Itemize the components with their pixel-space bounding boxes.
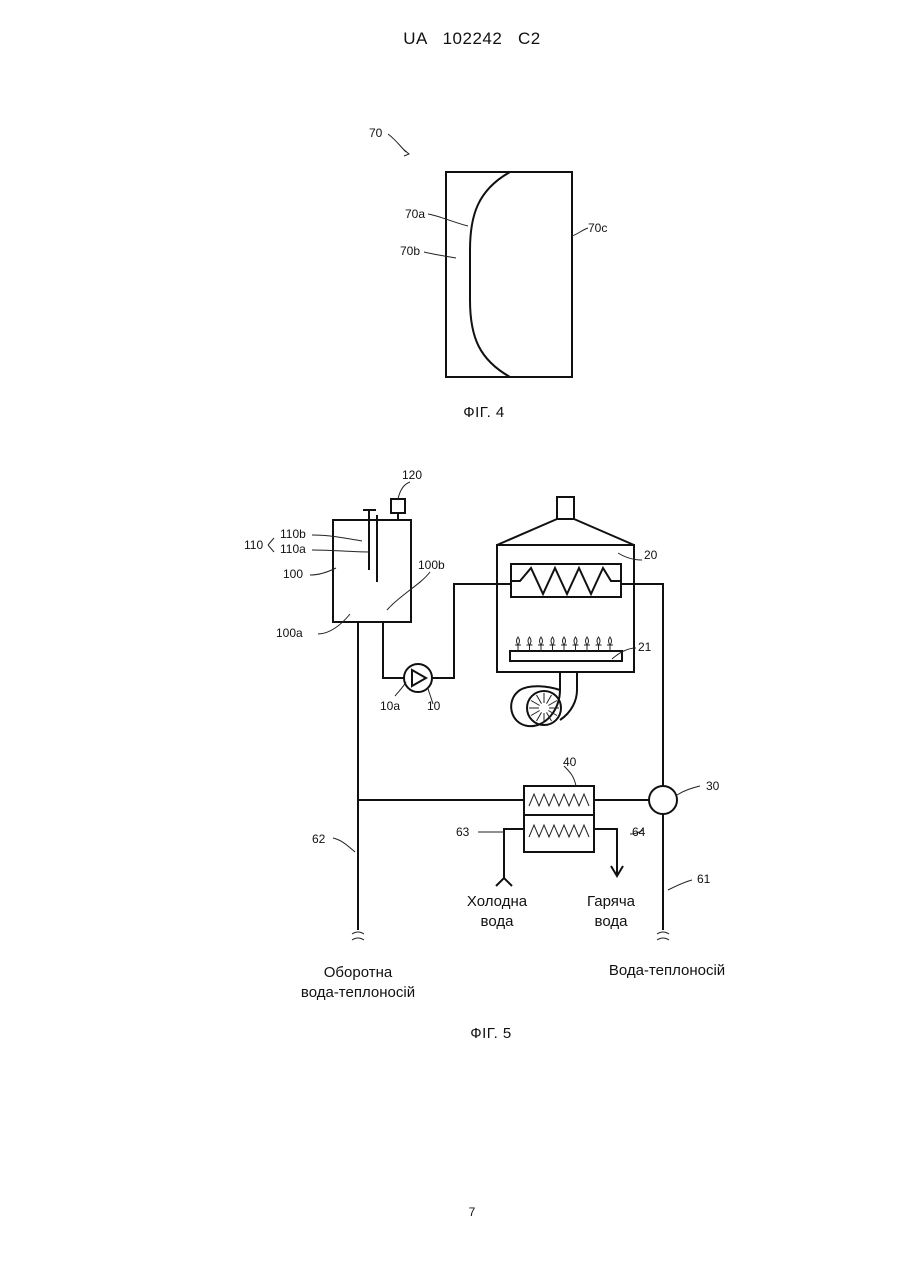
return-water-line2: вода-теплоносій (301, 984, 415, 1001)
label-62: 62 (312, 832, 326, 846)
return-water-line1: Оборотна (324, 964, 393, 981)
leader-70 (388, 134, 409, 156)
hot-water-line1: Гаряча (587, 893, 636, 910)
figure-5-caption: ФІГ. 5 (470, 1025, 512, 1042)
figure-4-caption: ФІГ. 4 (463, 404, 505, 421)
leader-70b (424, 252, 456, 258)
label-21: 21 (638, 640, 652, 654)
label-100: 100 (283, 567, 303, 581)
label-40: 40 (563, 755, 577, 769)
cold-water-line2: вода (481, 913, 515, 930)
label-20: 20 (644, 548, 658, 562)
figure-5: 120 110 110b 110a 100 100b 100a 20 21 10… (244, 468, 725, 1042)
sensor-120 (391, 499, 405, 513)
label-70b: 70b (400, 244, 420, 258)
burner-21 (510, 637, 622, 661)
label-10: 10 (427, 699, 441, 713)
blower-fan (511, 672, 577, 726)
label-64: 64 (632, 825, 646, 839)
label-100b: 100b (418, 558, 445, 572)
label-110b: 110b (280, 527, 306, 541)
label-63: 63 (456, 825, 470, 839)
pump-10 (404, 664, 432, 692)
label-70c: 70c (588, 221, 607, 235)
membrane-frame (446, 172, 572, 377)
page-number: 7 (469, 1205, 476, 1219)
label-120: 120 (402, 468, 422, 482)
patent-number: UA 102242 C2 (403, 29, 540, 48)
label-110a: 110a (280, 542, 306, 556)
tank-100 (333, 520, 411, 622)
leader-70a (428, 214, 468, 226)
heating-coil (511, 568, 621, 594)
hot-water-line2: вода (595, 913, 629, 930)
dhw-heat-exchanger-40 (524, 786, 594, 852)
piping (358, 584, 663, 930)
cold-water-line1: Холодна (467, 893, 528, 910)
label-100a: 100a (276, 626, 303, 640)
label-70a: 70a (405, 207, 425, 221)
label-30: 30 (706, 779, 720, 793)
label-110: 110 (244, 538, 263, 552)
leader-70c (572, 228, 588, 236)
label-70: 70 (369, 126, 383, 140)
figure-4: 70 70a 70b 70c ФІГ. 4 (369, 126, 607, 421)
label-61: 61 (697, 872, 711, 886)
pipe-breaks (352, 932, 669, 940)
label-10a: 10a (380, 699, 400, 713)
three-way-valve-30 (649, 786, 677, 814)
membrane-curve (470, 172, 510, 377)
heat-carrier-label: Вода-теплоносій (609, 962, 725, 979)
